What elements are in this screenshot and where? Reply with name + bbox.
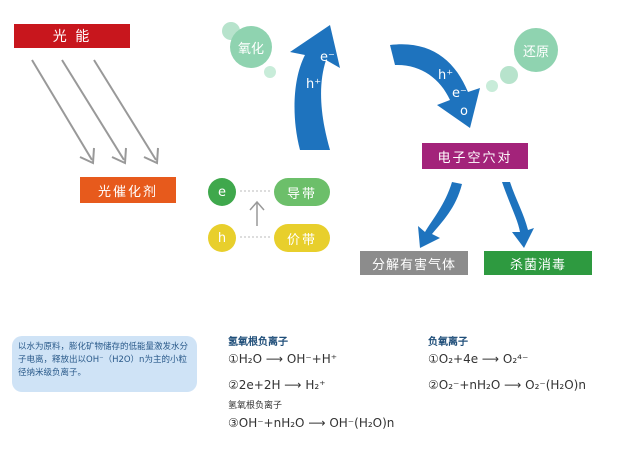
sterilize-box: 杀菌消毒 [484,251,592,275]
reduction-arrow [390,44,480,128]
hydroxyl-eq2: ②2e+2H ⟶ H₂⁺ [228,378,326,392]
decompose-arrow [418,182,462,248]
hole-circle: h [208,224,236,252]
electron-hole-pair-label: 电子空穴对 [437,150,513,166]
hydroxyl-title: 氢氧根负离子 [228,337,288,348]
sterilize-arrow [502,182,534,248]
hydroxyl-subtitle: 氢氧根负离子 [228,401,283,411]
oxygen-eq1: ①O₂+4e ⟶ O₂⁴⁻ [428,352,529,366]
oxidation-label: 氧化 [237,41,264,57]
reduction-bubble: 还原 [514,28,558,72]
right-arrow-hole: h⁺ [438,68,454,83]
right-arrow-o: o [460,104,468,119]
oxidation-bubble: 氧化 [230,26,272,68]
sterilize-label: 杀菌消毒 [509,257,566,273]
light-energy-box: 光 能 [14,24,130,48]
hole-circle-label: h [217,230,227,246]
light-ray-1 [31,59,93,161]
decompose-gas-box: 分解有害气体 [360,251,468,275]
valence-band-pill: 价带 [274,224,330,252]
light-ray-2 [61,59,125,161]
oxygen-title: 负氧离子 [428,337,468,348]
reduction-label: 还原 [522,44,549,60]
hydroxyl-eq1: ①H₂O ⟶ OH⁻+H⁺ [228,352,338,366]
reduction-bubble-tiny [486,80,498,92]
hydroxyl-eq3: ③OH⁻+nH₂O ⟶ OH⁻(H₂O)n [228,416,395,430]
left-arrow-hole: h⁺ [306,77,322,92]
photocatalyst-box: 光催化剂 [80,177,176,203]
light-ray-1-head [79,147,95,165]
oxygen-eq2: ②O₂⁻+nH₂O ⟶ O₂⁻(H₂O)n [428,378,586,392]
description-note: 以水为原料，膨化矿物储存的低能量激发水分子电离，释放出以OH⁻（H2O）n为主的… [12,336,197,392]
conduction-band-pill: 导带 [274,178,330,206]
photocatalyst-label: 光催化剂 [97,184,158,200]
oxidation-bubble-tiny [264,66,276,78]
right-arrow-electron: e⁻ [452,86,467,101]
electron-circle-label: e [218,184,226,200]
electron-circle: e [208,178,236,206]
light-rays [31,25,534,248]
light-ray-3-head [143,147,159,165]
band-up-arrow-head [249,200,265,211]
light-energy-label: 光 能 [52,29,92,45]
light-ray-2-head [111,147,127,165]
reduction-bubble-small [500,66,518,84]
valence-band-label: 价带 [286,232,317,248]
electron-hole-pair-box: 电子空穴对 [422,143,528,169]
light-ray-3 [93,59,157,161]
left-arrow-electron: e⁻ [320,50,335,65]
decompose-gas-label: 分解有害气体 [371,257,456,273]
conduction-band-label: 导带 [286,186,317,202]
oxidation-arrow [290,25,340,150]
